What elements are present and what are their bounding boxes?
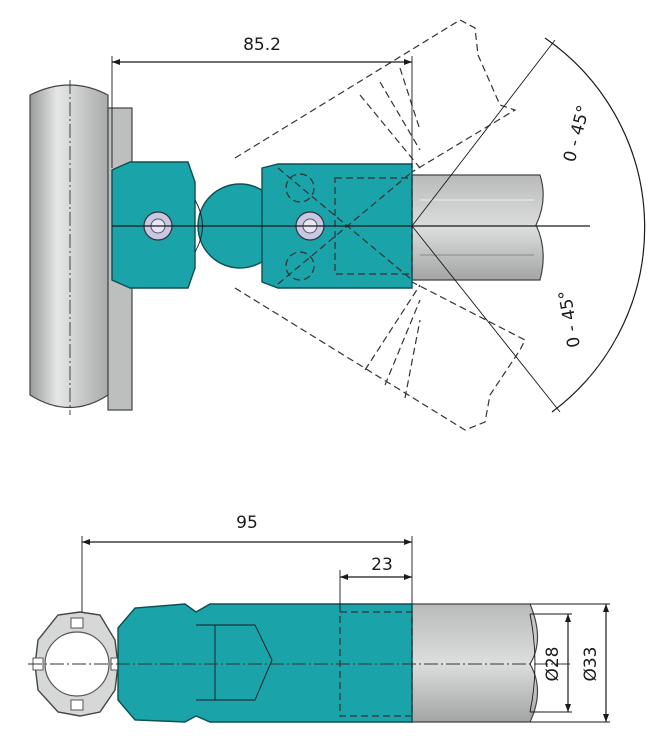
vertical-tube — [29, 80, 133, 415]
bottom-clamp-body — [117, 603, 413, 723]
dimension-label-inner-diameter: Ø28 — [543, 646, 563, 681]
dimension-label-outer-diameter: Ø33 — [581, 646, 601, 681]
swivel-range-lower — [234, 281, 526, 431]
dimension-label-top-width: 85.2 — [243, 35, 281, 55]
dimension-23: 23 — [339, 555, 412, 612]
dimension-85-2: 85.2 — [111, 35, 413, 168]
bottom-horizontal-tube — [411, 603, 539, 723]
dimension-label-bottom-width: 95 — [236, 513, 258, 533]
dimension-95: 95 — [81, 513, 413, 612]
dimension-diameters: Ø28 Ø33 — [530, 603, 610, 723]
bottom-view: 95 23 Ø28 Ø33 — [28, 513, 610, 723]
top-view: 85.2 0 - 45° 0 - 45° — [29, 19, 646, 431]
swivel-range-upper — [234, 19, 517, 173]
angle-label-lower: 0 - 45° — [555, 289, 585, 349]
angle-label-upper: 0 - 45° — [560, 103, 594, 164]
horizontal-tube — [411, 174, 544, 281]
dimension-label-insert-depth: 23 — [371, 555, 393, 575]
